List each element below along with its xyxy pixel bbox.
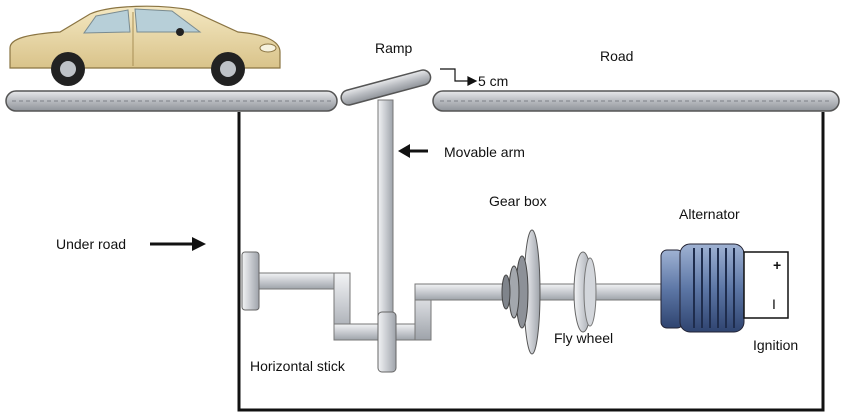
alternator — [660, 243, 745, 333]
gear-box — [501, 229, 541, 355]
movable-arm-arrow-icon — [398, 144, 428, 158]
movable-arm — [377, 99, 394, 319]
ramp — [340, 69, 432, 106]
battery-minus-label: I — [772, 296, 776, 312]
crank-hub — [377, 311, 397, 373]
rise-label: 5 cm — [478, 73, 508, 89]
horizontal-stick — [255, 272, 663, 341]
ignition-label: Ignition — [753, 337, 798, 353]
fly-wheel-label: Fly wheel — [554, 330, 613, 346]
ramp-label: Ramp — [375, 40, 413, 56]
fly-wheel — [573, 251, 597, 333]
road-label: Road — [600, 48, 633, 64]
movable-arm-label: Movable arm — [444, 144, 525, 160]
under-road-label: Under road — [56, 236, 126, 252]
battery-plus-label: + — [773, 257, 781, 273]
road-left — [5, 90, 338, 112]
under-road-enclosure — [237, 112, 825, 412]
alternator-label: Alternator — [679, 206, 740, 222]
gear-box-label: Gear box — [489, 193, 547, 209]
car — [9, 5, 281, 86]
rise-arrow-icon — [440, 68, 478, 86]
ignition-battery: + I — [743, 251, 789, 319]
road-right — [432, 90, 840, 112]
under-road-arrow-icon — [150, 237, 206, 251]
horizontal-stick-label: Horizontal stick — [250, 358, 346, 374]
left-bearing-plate — [241, 251, 260, 311]
